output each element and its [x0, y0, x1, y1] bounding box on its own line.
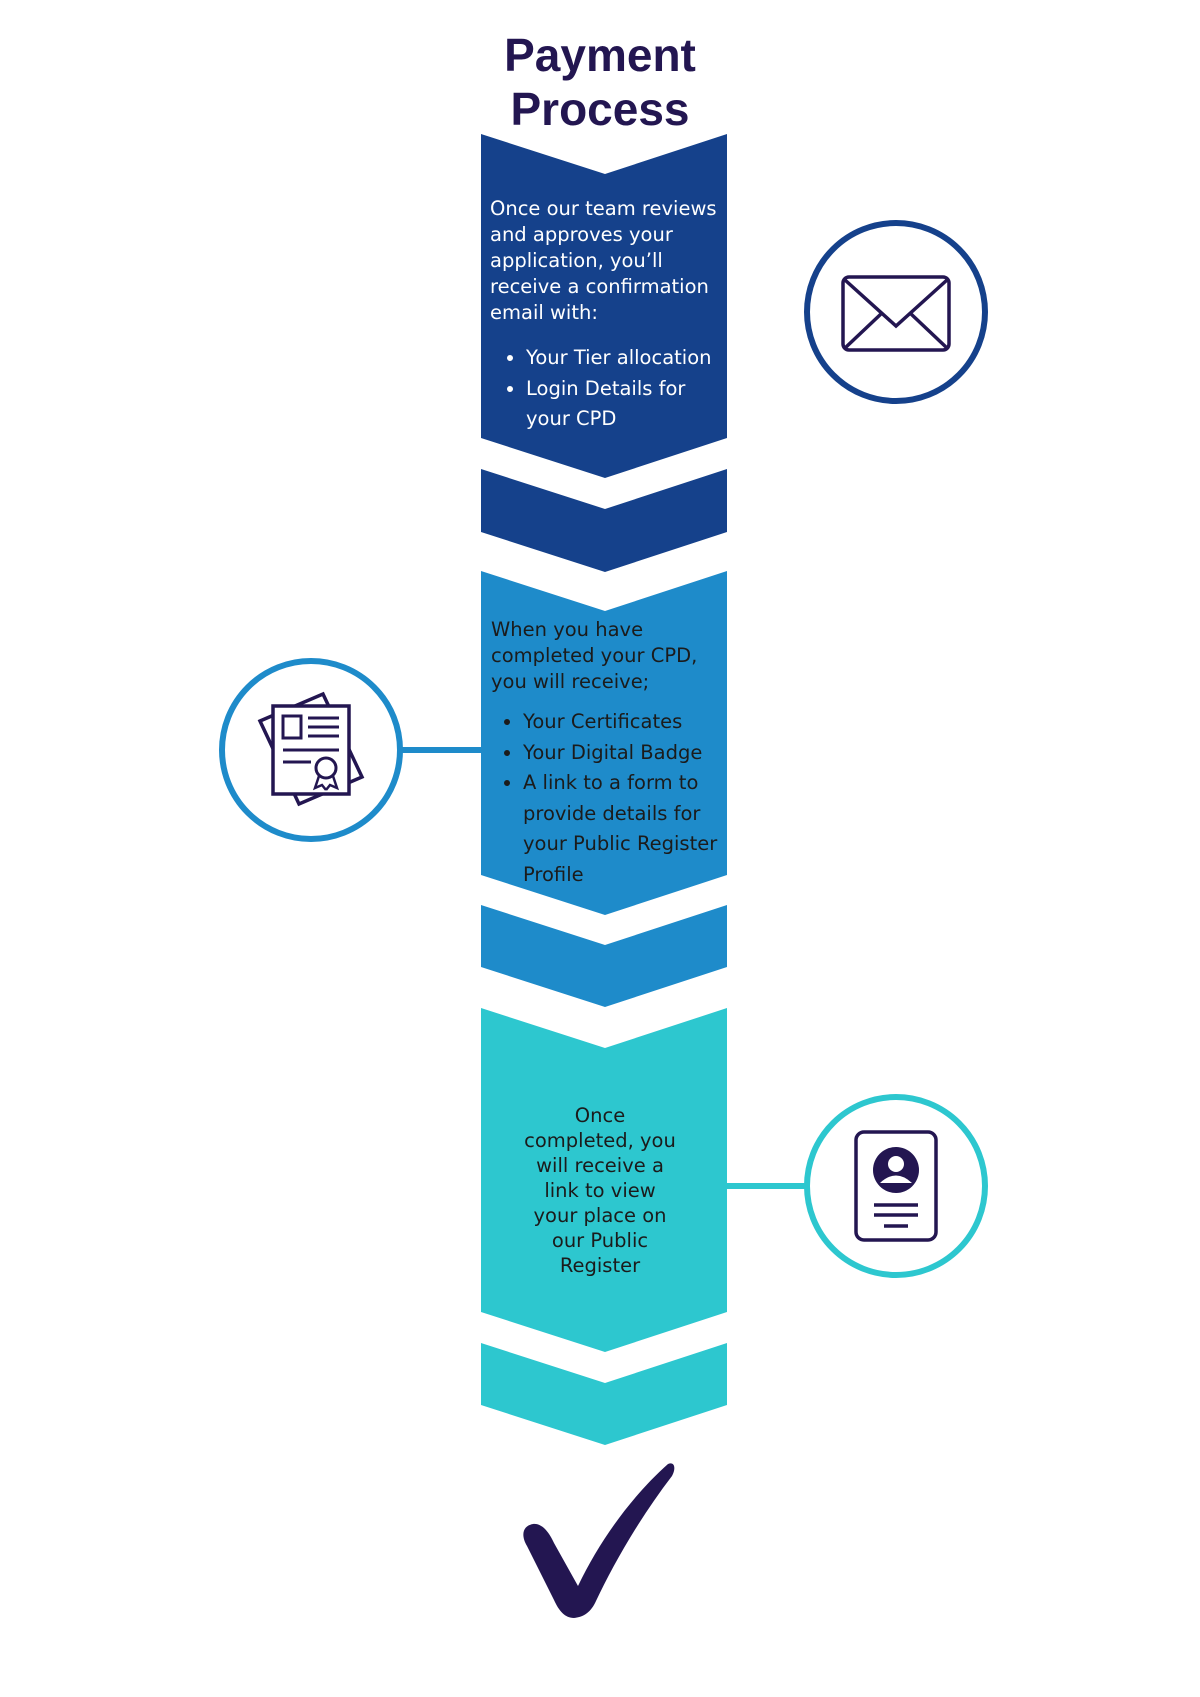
step-1-bullet: Your Tier allocation [526, 343, 730, 374]
step-1-chevron [481, 134, 727, 478]
step-2-bullets: Your Certificates Your Digital Badge A l… [491, 707, 729, 890]
step-2-intro: When you have completed your CPD, you wi… [491, 618, 698, 693]
step-2-chevron [481, 571, 727, 915]
step-3-text: Once completed, you will receive a link … [520, 1103, 680, 1278]
title-line-2: Process [510, 83, 690, 135]
title-line-1: Payment [504, 29, 696, 81]
step-2-bullet: Your Certificates [523, 707, 729, 738]
checkmark-icon [523, 1463, 675, 1618]
step-2-bullet: Your Digital Badge [523, 738, 729, 769]
step-2-bullet: A link to a form to provide details for … [523, 768, 729, 890]
step-1-intro: Once our team reviews and approves your … [490, 197, 717, 324]
step-2-text: When you have completed your CPD, you wi… [491, 617, 729, 890]
step-3-intro: Once completed, you will receive a link … [524, 1104, 676, 1277]
step-2-connector-chevron [481, 905, 727, 1007]
step-3-chevron [481, 1008, 727, 1352]
step-3-connector-chevron [481, 1343, 727, 1445]
step-1-bullet: Login Details for your CPD [526, 374, 730, 435]
envelope-icon [804, 220, 988, 404]
step-1-bullets: Your Tier allocation Login Details for y… [490, 343, 730, 435]
certificate-icon [219, 658, 403, 842]
profile-card-icon [804, 1094, 988, 1278]
page-title: Payment Process [400, 28, 800, 136]
step-1-text: Once our team reviews and approves your … [490, 196, 730, 435]
step-1-connector-chevron [481, 469, 727, 572]
